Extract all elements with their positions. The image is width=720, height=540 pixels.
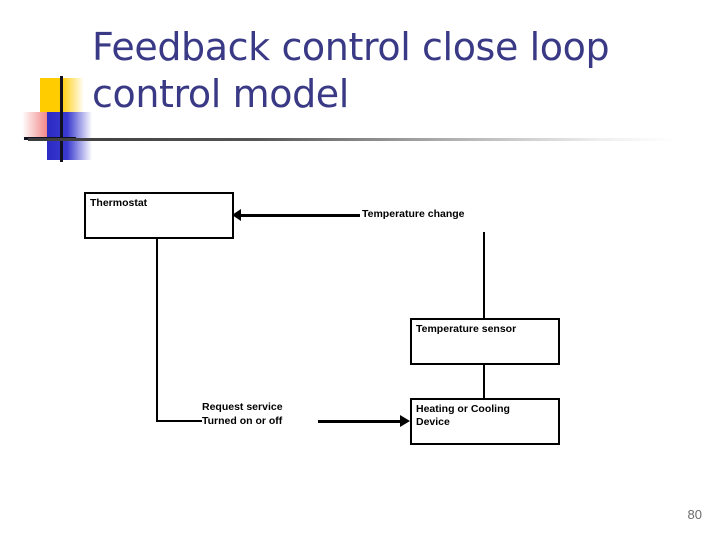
connector-sensor-to-device (483, 364, 485, 399)
connector-request-to-device (318, 420, 402, 423)
connector-temperature-change-to-sensor (483, 232, 485, 318)
node-thermostat-label: Thermostat (90, 197, 148, 209)
node-temperature-sensor[interactable] (410, 318, 560, 365)
node-heating-cooling-device-label: Heating or Cooling Device (416, 403, 510, 428)
node-thermostat[interactable] (84, 192, 234, 239)
arrowhead-left-icon (232, 209, 241, 221)
connector-thermostat-down (156, 238, 158, 422)
page-number: 80 (687, 507, 702, 522)
vertical-bar-icon (60, 76, 63, 162)
corner-accent-decoration (22, 76, 102, 162)
edge-label-request-service: Request service Turned on or off (202, 401, 283, 427)
connector-thermostat-to-request (156, 420, 202, 422)
title-divider (28, 138, 676, 141)
connector-sensor-to-thermostat (236, 214, 360, 217)
edge-label-temperature-change: Temperature change (362, 208, 465, 220)
blue-square-icon (47, 112, 92, 160)
node-temperature-sensor-label: Temperature sensor (416, 323, 517, 335)
title-block: Feedback control close loop control mode… (92, 24, 692, 118)
node-heating-cooling-device[interactable] (410, 398, 560, 445)
arrowhead-right-icon (400, 415, 410, 427)
page-title: Feedback control close loop control mode… (92, 25, 610, 116)
